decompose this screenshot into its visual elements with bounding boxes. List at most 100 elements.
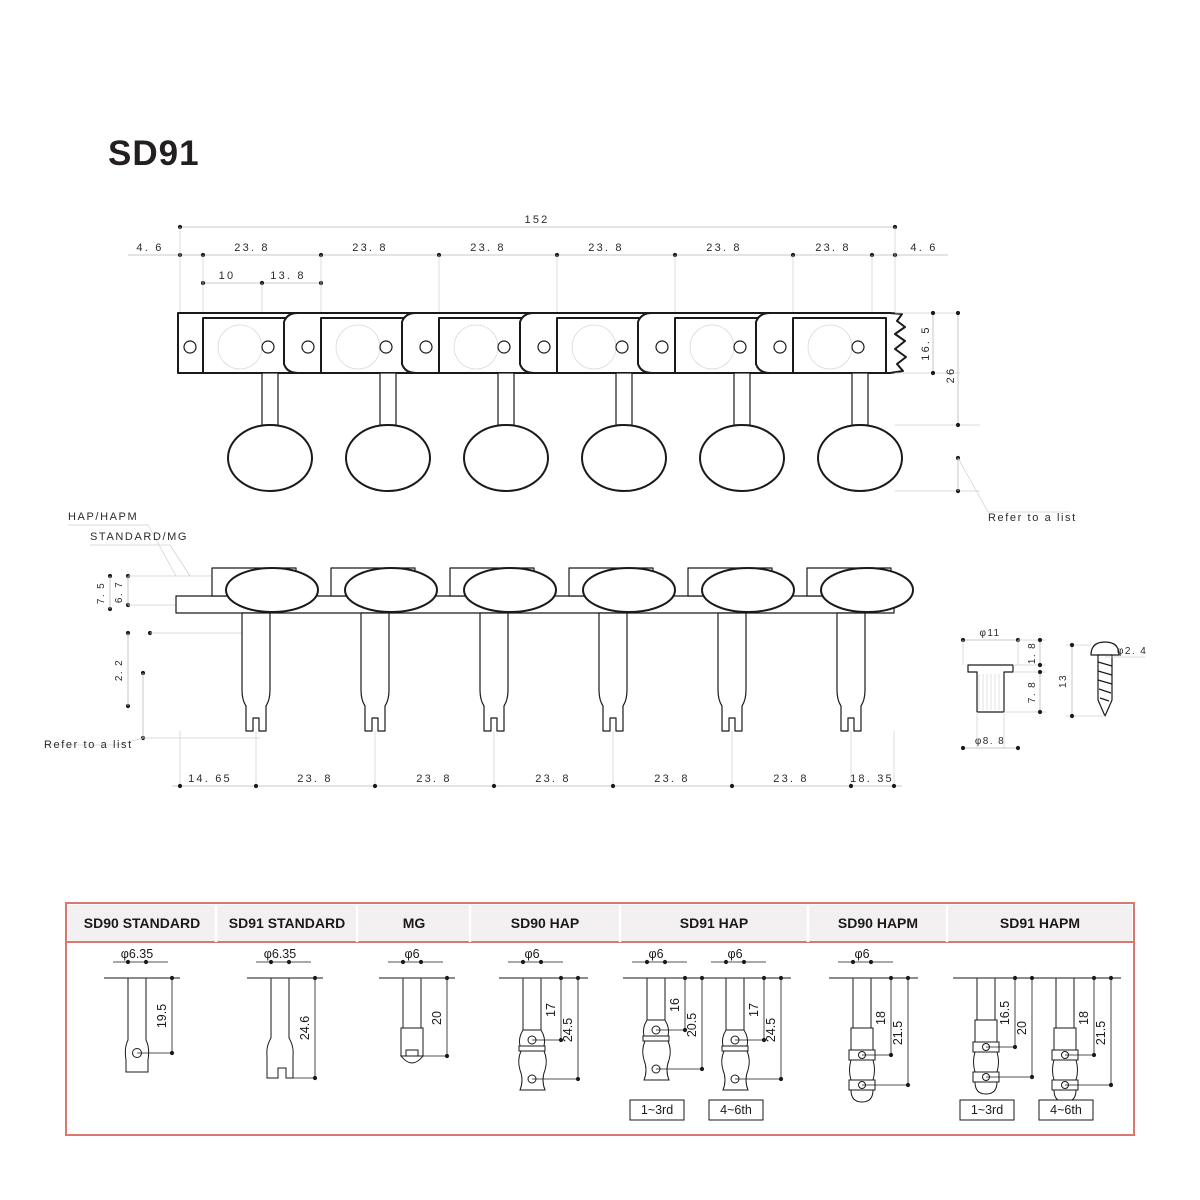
dim-bushing-dia-top: φ11 [979,628,1000,639]
dim-side-6-7: 6. 7 [114,581,125,603]
cell1-dia: φ6.35 [264,947,296,961]
dim-bottom-5: 23. 8 [654,773,689,785]
top-view: 152 4. 6 23. 8 23. 8 23. 8 23. 8 23. 8 [128,214,1075,524]
table-outer-border [65,902,1135,1136]
table-header-bg [68,905,1132,942]
dim-spacing-1: 23. 8 [234,242,269,254]
tuner-plate-end [755,312,907,492]
cell5-dia: φ6 [854,947,869,961]
cell6-post0-tag: 1~3rd [971,1103,1003,1117]
dim-height-16-5: 16. 5 [920,325,932,360]
table-header-2: MG [403,915,426,931]
tuner-plate [283,312,436,492]
dim-row-detail: 10 13. 8 [200,270,324,286]
cell4-post1-dim-1: 24.5 [764,1018,778,1042]
dim-heights-right: 16. 5 26 Refer to a list [895,310,1075,524]
table-header-3: SD90 HAP [511,915,579,931]
dim-bushing-dia-bottom: φ8. 8 [975,736,1005,747]
table-cell-mg: φ6 20 [379,947,455,1064]
cell1-dim-0: 24.6 [298,1016,312,1040]
dim-overall-label: 152 [525,214,550,226]
dim-side-7-5: 7. 5 [96,582,107,604]
cell0-dia: φ6.35 [121,947,153,961]
table-header-4: SD91 HAP [680,915,748,931]
table-cell-sd91-hapm: 16.5 20 1~3rd [953,975,1121,1121]
table-header-0: SD90 STANDARD [84,915,200,931]
note-refer-side: Refer to a list [44,739,133,751]
tuner-plate [519,312,672,492]
dim-side-2-2: 2. 2 [114,659,125,681]
dim-spacing-6: 23. 8 [815,242,850,254]
dim-side-left: 7. 5 6. 7 2. 2 Refer to a list [44,573,260,751]
cell3-dim-0: 17 [544,1003,558,1017]
table-header-5: SD90 HAPM [838,915,918,931]
table-header-1: SD91 STANDARD [229,915,345,931]
post-4-6th: φ6 17 24.5 [702,947,791,1121]
cell6-post0-dim-1: 20 [1015,1021,1029,1035]
dim-spacing-2: 23. 8 [352,242,387,254]
dim-detail-13-8: 13. 8 [270,270,305,282]
dim-bottom-3: 23. 8 [416,773,451,785]
side-tuner [449,567,557,732]
comparison-table: SD90 STANDARD SD91 STANDARD MG SD90 HAP … [65,902,1135,1136]
label-standard-mg: STANDARD/MG [90,531,188,543]
side-view: HAP/HAPM STANDARD/MG 7. 5 [44,511,914,789]
table-cell-sd91-hap: φ6 16 20.5 [623,947,791,1121]
dim-row-spacings: 4. 6 23. 8 23. 8 23. 8 23. 8 23. 8 23. 8… [128,242,948,258]
side-tuner [330,567,438,732]
dim-bushing-flange: 1. 8 [1027,642,1038,664]
side-tuner [687,567,795,732]
side-tuner [211,567,319,732]
cell4-post0-dim-0: 16 [668,998,682,1012]
dim-overall-152: 152 [177,214,898,230]
cell4-post1-dia: φ6 [727,947,742,961]
table-cell-sd91-standard: φ6.35 24.6 [247,947,323,1081]
dim-bottom-1: 14. 65 [188,773,232,785]
tuner-plates-row [177,312,907,492]
table-cell-sd90-hapm: φ6 18 21.5 [829,947,918,1103]
dim-bushing-body: 7. 8 [1027,681,1038,703]
post-1-3rd: φ6 16 20.5 [623,947,712,1121]
dim-spacing-5: 23. 8 [706,242,741,254]
dim-spacing-3: 23. 8 [470,242,505,254]
dim-bottom-7: 18. 35 [850,773,894,785]
cell6-post1-dim-0: 18 [1077,1011,1091,1025]
dim-bottom-2: 23. 8 [297,773,332,785]
cell0-dim-0: 19.5 [155,1004,169,1028]
dim-spacing-4: 23. 8 [588,242,623,254]
table-cell-sd90-standard: φ6.35 19.5 [104,947,180,1073]
cell5-dim-0: 18 [874,1011,888,1025]
screw-detail: φ2. 4 13 [1058,641,1147,719]
cell2-dim-0: 20 [430,1011,444,1025]
cell6-post1-dim-1: 21.5 [1094,1021,1108,1045]
dim-detail-10: 10 [219,270,236,282]
page-title: SD91 [108,134,200,173]
cell6-post1-tag: 4~6th [1050,1103,1082,1117]
post-1-3rd: 16.5 20 1~3rd [953,975,1042,1121]
tuner-plate [401,312,554,492]
cell3-dia: φ6 [524,947,539,961]
cell4-post1-dim-0: 17 [747,1003,761,1017]
post-4-6th: 18 21.5 4~6th [1032,975,1121,1121]
cell4-post0-dim-1: 20.5 [685,1013,699,1037]
label-hap-hapm: HAP/HAPM [68,511,138,523]
dim-height-26: 26 [945,367,957,384]
dim-screw-dia: φ2. 4 [1117,646,1147,657]
dim-bottom-6: 23. 8 [773,773,808,785]
dim-screw-length: 13 [1058,674,1069,688]
cell3-dim-1: 24.5 [561,1018,575,1042]
side-tuners-row [175,567,914,732]
dim-row-bottom: 14. 65 23. 8 23. 8 23. 8 23. 8 23. 8 18.… [172,731,902,789]
bushing-detail: φ11 1. 8 7. 8 [960,628,1046,751]
cell5-dim-1: 21.5 [891,1021,905,1045]
table-header-6: SD91 HAPM [1000,915,1080,931]
cell6-post0-dim-0: 16.5 [998,1001,1012,1025]
cell2-dia: φ6 [404,947,419,961]
side-tuner [806,567,914,732]
side-tuner [568,567,676,732]
dim-bottom-4: 23. 8 [535,773,570,785]
table-cell-sd90-hap: φ6 17 24.5 [499,947,588,1091]
side-view-labels: HAP/HAPM STANDARD/MG [68,511,191,577]
cell4-post0-dia: φ6 [648,947,663,961]
dim-left-margin: 4. 6 [136,242,163,254]
